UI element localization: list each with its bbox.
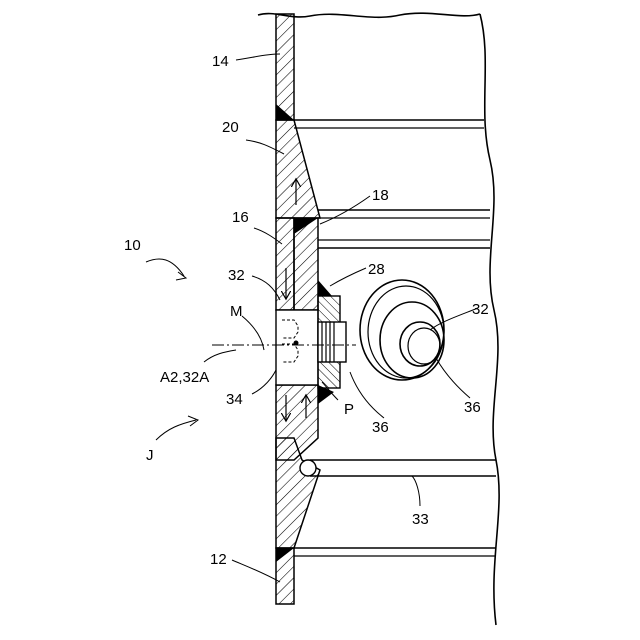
label-28: 28 (368, 261, 385, 278)
label-36-right: 36 (464, 399, 481, 416)
label-33: 33 (412, 511, 429, 528)
label-20: 20 (222, 119, 239, 136)
wall-upper (276, 14, 294, 120)
inner-tube-upper-right (294, 218, 318, 310)
pointer-arrow-10 (176, 272, 186, 280)
bolt-front-view (360, 280, 444, 380)
right-break-line (480, 14, 499, 625)
label-34: 34 (226, 391, 243, 408)
label-p: P (344, 401, 354, 418)
label-14: 14 (212, 53, 229, 70)
weld-28 (318, 280, 332, 296)
taper-upper (276, 120, 320, 218)
label-18: 18 (372, 187, 389, 204)
label-32-right: 32 (472, 301, 489, 318)
rod-end-33 (300, 460, 316, 476)
label-16: 16 (232, 209, 249, 226)
label-32-left: 32 (228, 267, 245, 284)
label-j: J (146, 447, 154, 464)
label-36-lower: 36 (372, 419, 389, 436)
hole-cavity (276, 310, 318, 385)
axis-point (294, 341, 299, 346)
label-10: 10 (124, 237, 141, 254)
label-m: M (230, 303, 243, 320)
label-a2-32a: A2,32A (160, 369, 209, 386)
inner-tube-upper (276, 218, 294, 310)
label-12: 12 (210, 551, 227, 568)
inner-tube-lower (276, 385, 318, 460)
